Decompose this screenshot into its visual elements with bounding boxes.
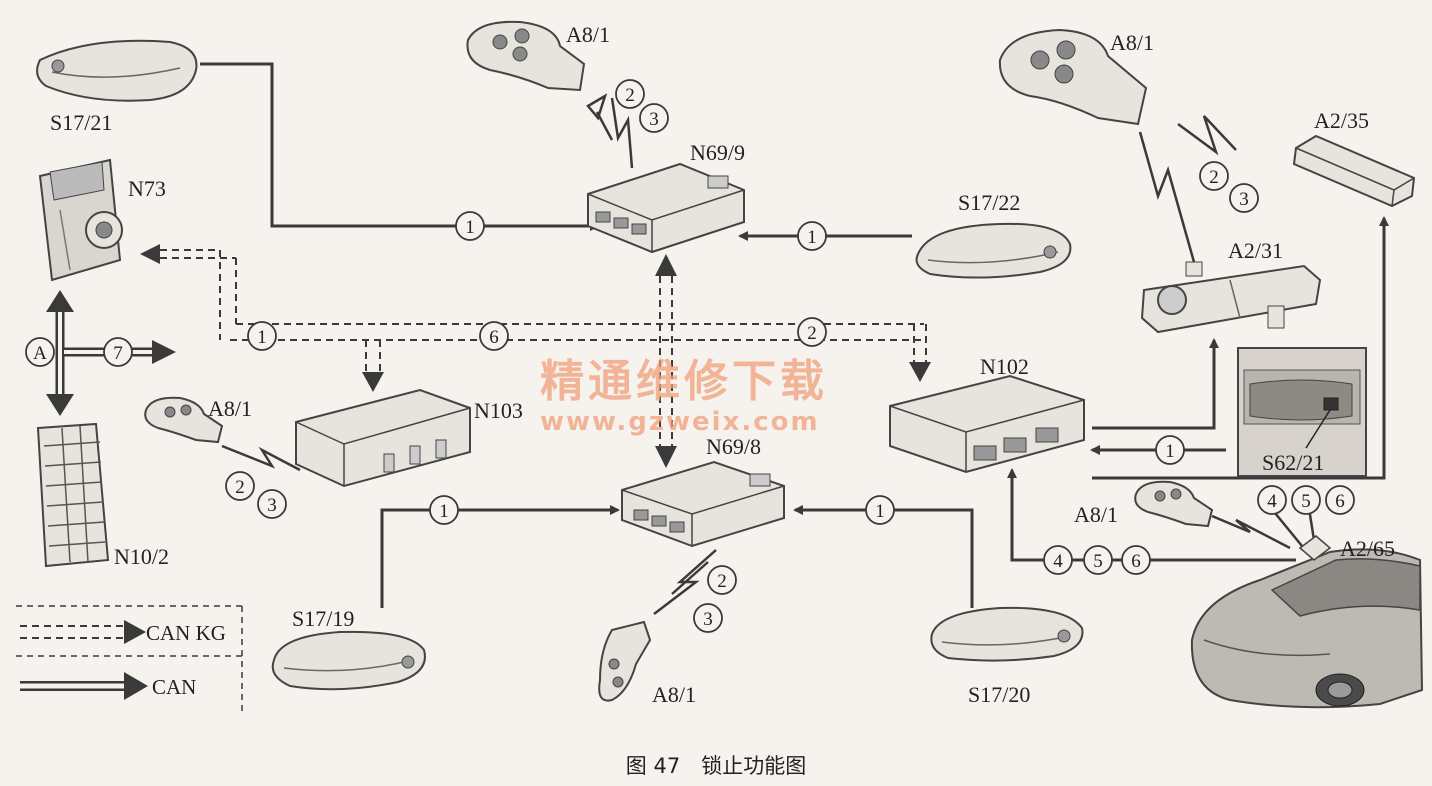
marker-4: 4 bbox=[1053, 551, 1063, 572]
wireless-a8-1-n69-9 bbox=[586, 93, 634, 169]
label-s17-19: S17/19 bbox=[292, 606, 354, 631]
label-s17-22: S17/22 bbox=[958, 190, 1020, 215]
marker-5: 5 bbox=[1301, 491, 1311, 512]
door-handle-s17-21 bbox=[36, 39, 198, 102]
label-n69-9: N69/9 bbox=[690, 140, 745, 165]
wireless-a8-1-n69-8 bbox=[653, 549, 717, 615]
watermark-url: www.gzweix.com bbox=[540, 407, 820, 437]
ignition-switch-n73 bbox=[38, 158, 123, 282]
legend-can-label: CAN bbox=[152, 675, 196, 699]
legend-can-symbol bbox=[20, 672, 148, 700]
marker-1: 1 bbox=[875, 501, 885, 522]
label-s17-21: S17/21 bbox=[50, 110, 112, 135]
connection-n102-to-a2-31 bbox=[1092, 338, 1219, 430]
antenna-a2-35 bbox=[1292, 134, 1416, 208]
legend-can-kg-symbol bbox=[20, 620, 146, 644]
receiver-a2-31 bbox=[1140, 261, 1322, 334]
connection-s17-21-to-n69-9 bbox=[200, 62, 600, 231]
connection-a2-65-to-n102 bbox=[1007, 468, 1296, 562]
marker-1: 1 bbox=[807, 227, 817, 248]
marker-7: 7 bbox=[113, 343, 123, 364]
marker-1: 1 bbox=[1165, 441, 1175, 462]
switch-s62-21 bbox=[1237, 347, 1367, 477]
label-s62-21: S62/21 bbox=[1262, 450, 1324, 475]
control-unit-n69-8 bbox=[621, 460, 785, 548]
label-n10-2: N10/2 bbox=[114, 544, 169, 569]
door-handle-s17-19 bbox=[271, 630, 426, 691]
door-handle-s17-20 bbox=[930, 606, 1084, 662]
marker-2: 2 bbox=[807, 323, 817, 344]
marker-3: 3 bbox=[703, 609, 713, 630]
marker-6: 6 bbox=[1335, 491, 1345, 512]
marker-3: 3 bbox=[649, 109, 659, 130]
legend: CAN KG CAN bbox=[16, 605, 243, 712]
marker-1: 1 bbox=[439, 501, 449, 522]
label-a8-1-bottom: A8/1 bbox=[652, 682, 696, 707]
marker-6: 6 bbox=[1131, 551, 1141, 572]
marker-a: A bbox=[33, 343, 47, 364]
wireless-a8-1-a2-31 bbox=[1138, 115, 1237, 263]
key-a8-1-right-lower bbox=[1134, 480, 1214, 528]
connection-n102-to-a2-35 bbox=[1092, 216, 1389, 480]
label-a8-1-right-lower: A8/1 bbox=[1074, 502, 1118, 527]
connection-s17-20-to-n69-8 bbox=[793, 505, 974, 608]
marker-2: 2 bbox=[717, 571, 727, 592]
label-a2-35: A2/35 bbox=[1314, 108, 1369, 133]
label-n103: N103 bbox=[474, 398, 523, 423]
marker-2: 2 bbox=[1209, 167, 1219, 188]
marker-5: 5 bbox=[1093, 551, 1103, 572]
label-n73: N73 bbox=[128, 176, 166, 201]
marker-1: 1 bbox=[257, 327, 267, 348]
marker-3: 3 bbox=[1239, 189, 1249, 210]
door-handle-s17-22 bbox=[915, 222, 1072, 279]
control-unit-n102 bbox=[889, 374, 1085, 474]
control-unit-n103 bbox=[295, 388, 471, 488]
label-n102: N102 bbox=[980, 354, 1029, 379]
label-s17-20: S17/20 bbox=[968, 682, 1030, 707]
wireless-a8-1-n103 bbox=[221, 444, 301, 472]
markers bbox=[25, 79, 1355, 633]
key-a8-1-left bbox=[144, 396, 224, 444]
marker-labels: 1 1 1 1 1 1 6 2 2 3 2 3 2 3 2 3 4 5 6 4 … bbox=[33, 85, 1345, 630]
marker-1: 1 bbox=[465, 217, 475, 238]
marker-4: 4 bbox=[1267, 491, 1277, 512]
figure-caption: 图 47 锁止功能图 bbox=[626, 754, 806, 778]
control-unit-n69-9 bbox=[587, 162, 745, 254]
marker-3: 3 bbox=[267, 495, 277, 516]
label-a8-1-left: A8/1 bbox=[208, 396, 252, 421]
legend-can-kg-label: CAN KG bbox=[146, 621, 226, 645]
label-a8-1-top: A8/1 bbox=[566, 22, 610, 47]
label-n69-8: N69/8 bbox=[706, 434, 761, 459]
fuse-box-n10-2 bbox=[36, 422, 110, 568]
key-a8-1-bottom bbox=[598, 620, 652, 702]
vehicle-illustration bbox=[1190, 535, 1424, 709]
can-kg-arrowheads bbox=[140, 244, 931, 468]
label-a8-1-top-right: A8/1 bbox=[1110, 30, 1154, 55]
key-a8-1-top-right bbox=[998, 28, 1148, 126]
marker-6: 6 bbox=[489, 327, 499, 348]
key-a8-1-top bbox=[466, 20, 586, 92]
connection-s17-19-to-n69-8 bbox=[380, 505, 620, 608]
label-a2-65: A2/65 bbox=[1340, 536, 1395, 561]
marker-2: 2 bbox=[625, 85, 635, 106]
watermark-text: 精通维修下载 bbox=[540, 356, 828, 407]
marker-2: 2 bbox=[235, 477, 245, 498]
label-a2-31: A2/31 bbox=[1228, 238, 1283, 263]
